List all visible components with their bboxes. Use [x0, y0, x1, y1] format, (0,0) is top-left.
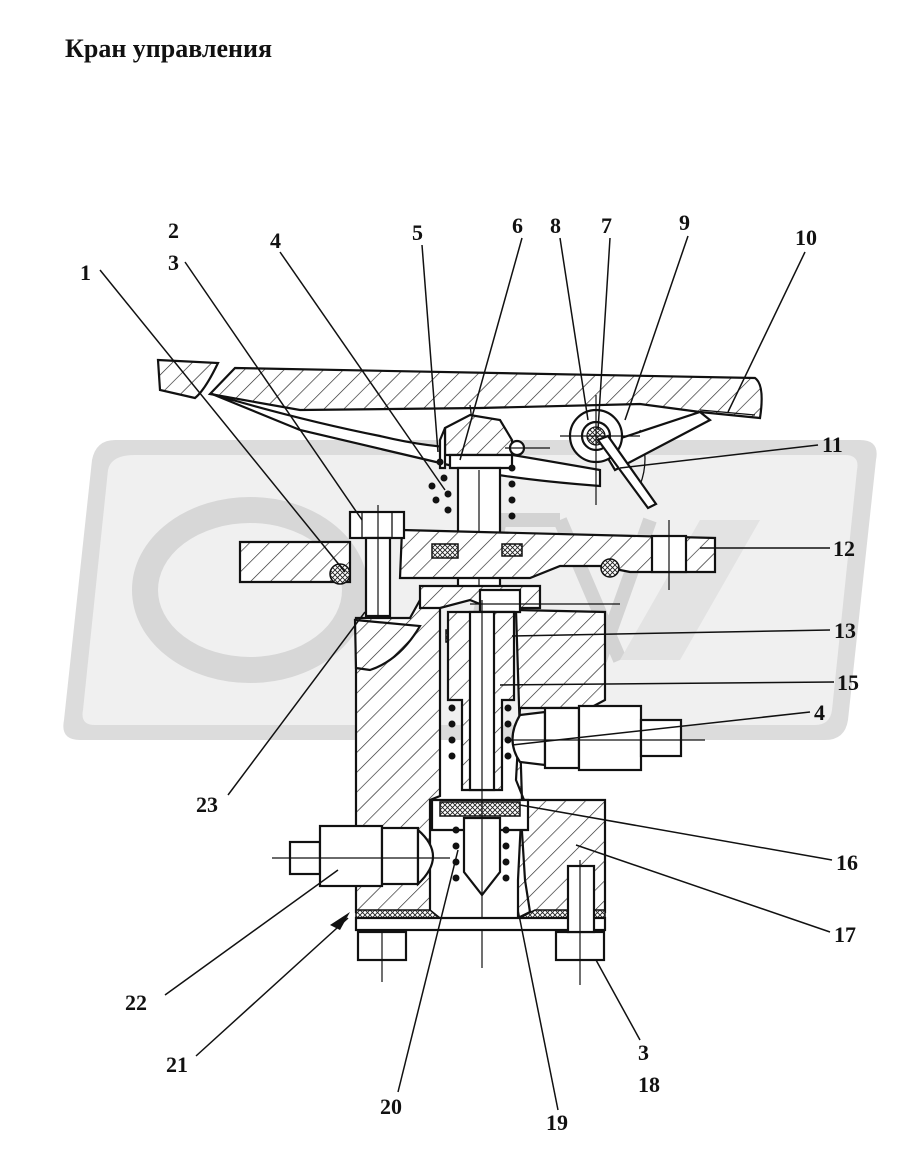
leader-lines [99, 235, 835, 1111]
upper-spring [428, 458, 516, 520]
callout-15: 15 [837, 670, 859, 695]
plunger-cap [438, 413, 550, 470]
callout-18: 18 [638, 1072, 660, 1097]
callout-19: 19 [546, 1110, 568, 1135]
top-bolt [348, 505, 406, 630]
mounting-plate [238, 520, 717, 590]
callout-5: 5 [412, 220, 423, 245]
callout-21: 21 [166, 1052, 188, 1077]
bottom-cover [354, 909, 607, 932]
callout-3b: 3 [638, 1040, 649, 1065]
callout-4b: 4 [814, 700, 825, 725]
callout-16: 16 [836, 850, 858, 875]
callout-2: 2 [168, 218, 179, 243]
lower-valve [430, 798, 530, 968]
page-title: Кран управления [65, 34, 273, 63]
callout-11: 11 [822, 432, 843, 457]
return-spring [596, 434, 658, 510]
callout-9: 9 [679, 210, 690, 235]
callouts: 1 2 3 4 5 6 8 7 9 10 11 12 13 15 4 23 16… [80, 210, 859, 1135]
callout-3: 3 [168, 250, 179, 275]
arrowhead-21 [330, 912, 350, 930]
callout-22: 22 [125, 990, 147, 1015]
callout-20: 20 [380, 1094, 402, 1119]
inner-piston [446, 600, 516, 800]
inlet-fitting [272, 824, 450, 888]
bottom-bolts [356, 860, 606, 985]
outlet-fitting [505, 704, 705, 772]
callout-6: 6 [512, 213, 523, 238]
callout-12: 12 [833, 536, 855, 561]
callout-13: 13 [834, 618, 856, 643]
callout-8: 8 [550, 213, 561, 238]
callout-23: 23 [196, 792, 218, 817]
callout-7: 7 [601, 213, 612, 238]
callout-4: 4 [270, 228, 281, 253]
callout-10: 10 [795, 225, 817, 250]
callout-17: 17 [834, 922, 856, 947]
callout-1: 1 [80, 260, 91, 285]
